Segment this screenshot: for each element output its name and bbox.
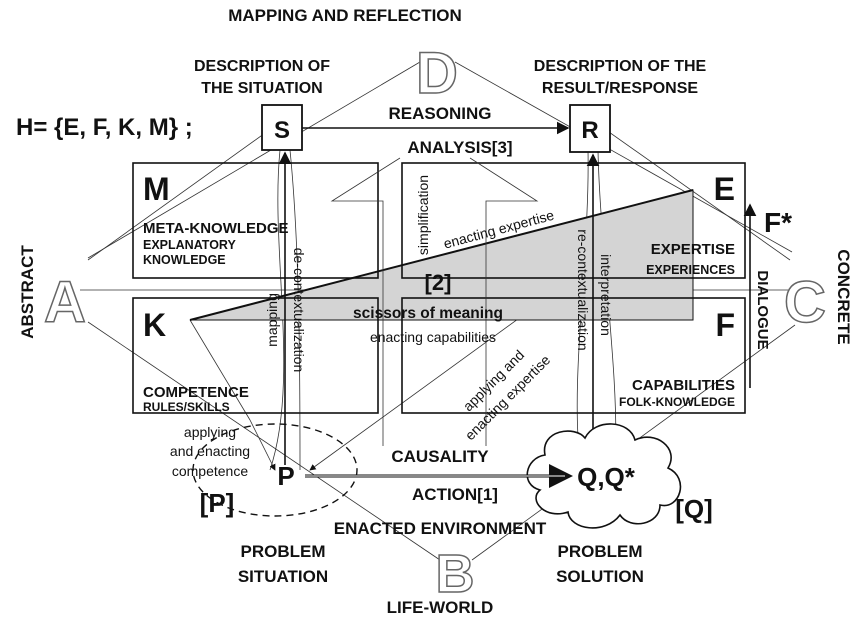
interpretation-label: interpretation xyxy=(598,254,614,336)
situation-label-2: THE SITUATION xyxy=(201,80,322,97)
problem-node-p: P xyxy=(277,461,294,491)
situation-label-1: DESCRIPTION OF xyxy=(194,58,330,75)
quadrant-k-letter: K xyxy=(143,307,166,343)
solution-node-q: Q,Q* xyxy=(577,462,636,492)
quadrant-f-title: CAPABILITIES xyxy=(632,377,735,394)
quadrant-k-sub1: RULES/SKILLS xyxy=(143,400,230,414)
result-node-box xyxy=(569,104,611,153)
result-node: R xyxy=(581,117,598,144)
problem-situation-2: SITUATION xyxy=(238,567,328,586)
applying-competence-3: competence xyxy=(172,463,248,479)
simplification-label: simplification xyxy=(415,175,431,255)
result-label-1: DESCRIPTION OF THE xyxy=(534,58,707,75)
recontextualization-label: re-contextualization xyxy=(575,229,591,350)
solution-bracket-q: [Q] xyxy=(675,494,713,524)
applying-competence-1: applying xyxy=(184,424,236,440)
formula: H= {E, F, K, M} ; xyxy=(16,114,193,141)
reasoning-label: REASONING xyxy=(389,104,492,123)
action-label: ACTION[1] xyxy=(412,485,498,504)
corner-d: D xyxy=(416,41,458,106)
corner-a: A xyxy=(44,270,86,335)
quadrant-k-box xyxy=(132,297,379,414)
corner-c: C xyxy=(784,270,826,335)
concrete-label: CONCRETE xyxy=(834,249,853,344)
quadrant-e-letter: E xyxy=(714,171,735,207)
problem-solution-1: PROBLEM xyxy=(558,542,643,561)
enacting-capabilities-label: enacting capabilities xyxy=(370,329,496,345)
solution-cloud xyxy=(526,423,682,529)
quadrant-m-sub2: KNOWLEDGE xyxy=(143,253,226,267)
quadrant-m-sub1: EXPLANATORY xyxy=(143,238,236,252)
problem-situation-ellipse xyxy=(192,423,358,517)
quadrant-f-box xyxy=(401,297,746,414)
hollow-arrow-left xyxy=(330,157,401,446)
quadrant-m-box xyxy=(132,162,379,279)
quadrant-e-box xyxy=(401,162,746,279)
quadrant-e-title: EXPERTISE xyxy=(651,241,735,258)
quadrant-f-sub1: FOLK-KNOWLEDGE xyxy=(619,395,735,409)
quadrant-m-title: META-KNOWLEDGE xyxy=(143,220,289,237)
abstract-label: ABSTRACT xyxy=(18,245,37,339)
decontextualization-label: de-contextualization xyxy=(291,248,307,373)
quadrant-m-letter: M xyxy=(143,171,170,207)
applying-competence-2: and enacting xyxy=(170,443,250,459)
dialogue-label: DIALOGUE xyxy=(754,270,771,349)
analysis-label: ANALYSIS[3] xyxy=(407,138,512,157)
quadrant-k-title: COMPETENCE xyxy=(143,384,249,401)
causality-label: CAUSALITY xyxy=(391,447,489,466)
marker-2: [2] xyxy=(425,270,452,295)
mapping-label: mapping xyxy=(264,293,280,347)
hollow-arrow-right xyxy=(469,157,539,446)
diagram-title: MAPPING AND REFLECTION xyxy=(228,6,462,25)
quadrant-f-letter: F xyxy=(715,307,735,343)
problem-solution-2: SOLUTION xyxy=(556,567,644,586)
corner-b: B xyxy=(436,544,475,604)
situation-node: S xyxy=(274,117,290,144)
result-label-2: RESULT/RESPONSE xyxy=(542,80,699,97)
enacted-environment-label: ENACTED ENVIRONMENT xyxy=(334,519,547,538)
problem-bracket-p: [P] xyxy=(200,488,235,518)
quadrant-e-sub1: EXPERIENCES xyxy=(646,263,735,277)
life-world-label: LIFE-WORLD xyxy=(387,598,494,617)
f-star-label: F* xyxy=(764,207,792,238)
problem-situation-1: PROBLEM xyxy=(241,542,326,561)
scissors-label: scissors of meaning xyxy=(353,305,503,322)
